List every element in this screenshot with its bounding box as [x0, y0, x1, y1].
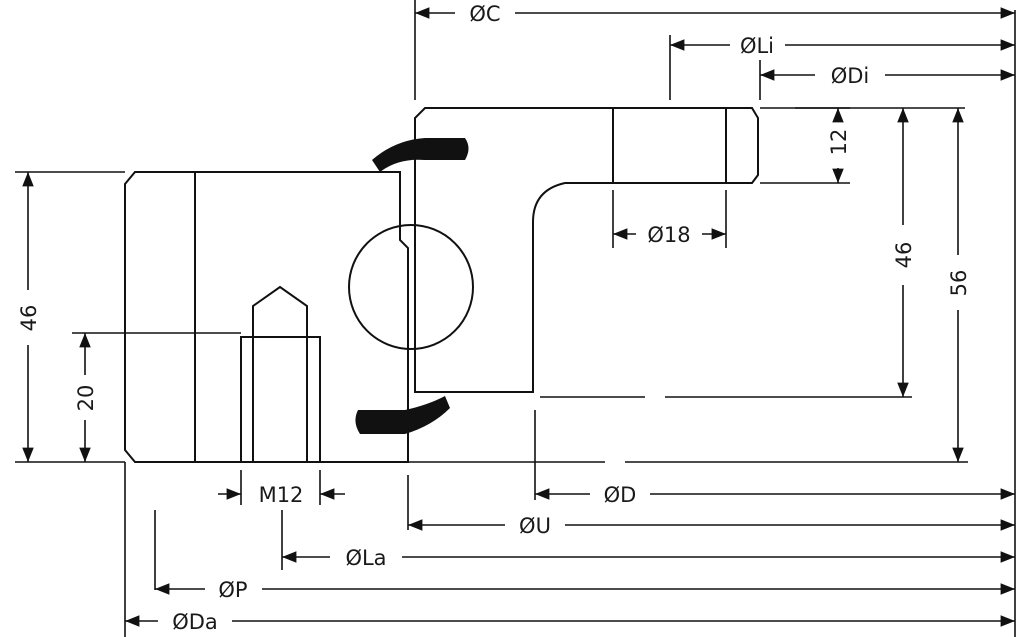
outer-ring — [124, 171, 409, 463]
inner-flange-lip — [725, 107, 759, 184]
seals — [355, 138, 469, 434]
extension-lines — [15, 0, 1016, 637]
label-dim-18: Ø18 — [647, 223, 690, 247]
label-dia-c: ØC — [469, 2, 500, 26]
seal-top — [372, 138, 469, 172]
inner-flange-white — [612, 107, 727, 184]
tapped-hole — [240, 336, 321, 463]
dimension-lines — [22, 7, 1015, 627]
label-dim-46-right: 46 — [892, 242, 916, 269]
inner-ring — [414, 107, 759, 393]
seal-bottom — [355, 396, 450, 434]
outer-ring-white-part — [124, 171, 196, 463]
label-dim-56: 56 — [947, 270, 971, 297]
label-dim-20: 20 — [74, 385, 98, 412]
label-dia-d: ØD — [604, 483, 637, 507]
label-dia-u: ØU — [519, 514, 551, 538]
drill-hole — [252, 285, 308, 462]
label-dia-di: ØDi — [831, 64, 870, 88]
outer-ring-section — [194, 171, 409, 463]
label-dia-li: ØLi — [740, 34, 774, 58]
label-dia-da: ØDa — [172, 610, 218, 634]
label-dim-12: 12 — [827, 129, 851, 156]
dimension-labels: ØC ØLi ØDi 12 Ø18 46 56 46 20 M12 ØD ØU … — [17, 2, 971, 634]
label-dia-p: ØP — [218, 578, 247, 602]
inner-ring-section — [414, 107, 614, 393]
rolling-ball — [348, 224, 474, 350]
label-dia-la: ØLa — [345, 546, 386, 570]
label-thread-m12: M12 — [259, 483, 304, 507]
label-dim-46-left: 46 — [17, 305, 41, 332]
